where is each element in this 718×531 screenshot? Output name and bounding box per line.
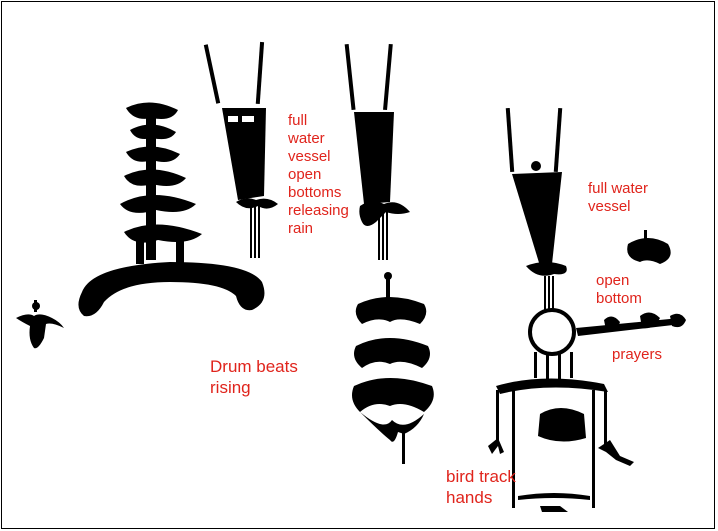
label-bird-track-hands: bird track hands	[446, 466, 516, 508]
prayer-figure	[530, 310, 574, 354]
open-bottom-arc	[627, 230, 670, 264]
prayer-figure-body	[488, 312, 686, 512]
left-water-vessel-figure	[204, 42, 278, 258]
label-open-bottom: open bottom	[596, 272, 642, 308]
stacked-arc-figure	[352, 272, 434, 464]
label-full-water-vessel-right: full water vessel	[588, 180, 648, 216]
right-water-vessel-figure	[506, 108, 567, 310]
small-bird-figure	[16, 300, 64, 348]
center-water-vessel-figure	[345, 44, 410, 260]
label-drum-beats-rising: Drum beats rising	[210, 356, 298, 398]
label-full-water-vessel-left: full water vessel open bottoms releasing…	[288, 112, 349, 238]
label-prayers: prayers	[612, 346, 662, 364]
